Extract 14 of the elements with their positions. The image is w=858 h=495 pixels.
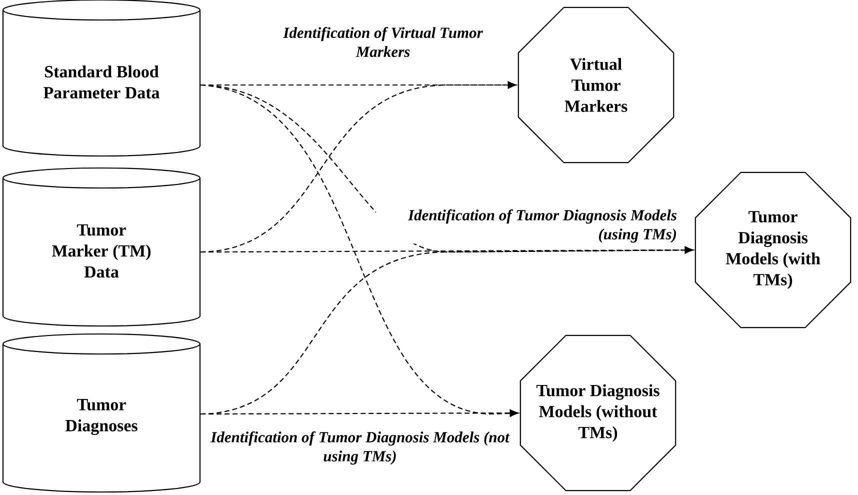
edge-label: Identification of Tumor Diagnosis Models (not using TMs) xyxy=(209,430,511,466)
arrow xyxy=(200,84,518,417)
edge-label: Identification of Virtual Tumor Markers xyxy=(272,26,494,58)
database-cylinder: Tumor Diagnoses xyxy=(2,333,201,493)
node-label: Tumor Diagnoses xyxy=(65,399,138,435)
octagon-node: Tumor Diagnosis Models (with TMs) xyxy=(694,172,852,328)
arrow xyxy=(200,409,518,417)
edge-label: Identification of Tumor Diagnosis Models (using TMs) xyxy=(376,208,678,244)
node-label: Standard Blood Parameter Data xyxy=(44,66,160,98)
octagon-node: Tumor Diagnosis Models (without TMs) xyxy=(520,334,676,492)
octagon-node: Virtual Tumor Markers xyxy=(518,6,674,164)
database-cylinder: Standard Blood Parameter Data xyxy=(2,0,201,157)
node-label: Tumor Marker (TM) Data xyxy=(52,224,151,278)
database-cylinder: Tumor Marker (TM) Data xyxy=(2,167,201,327)
